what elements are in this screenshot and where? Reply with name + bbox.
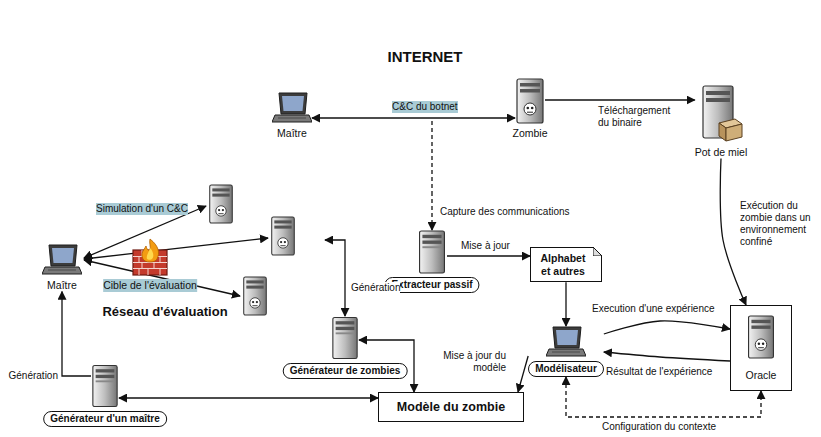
cloud-outline — [3, 173, 326, 345]
node-label: Cible de l'évaluation — [103, 279, 197, 292]
connector — [604, 352, 730, 361]
icon — [331, 316, 359, 360]
edge-label: Résultat de l'expérience — [606, 366, 712, 378]
zombie-server — [210, 185, 233, 223]
icon — [699, 85, 743, 143]
connector — [62, 292, 91, 376]
firewall-node: Cible de l'évaluation — [130, 238, 170, 276]
server-node: Générateur de zombies — [331, 316, 359, 360]
laptop-node: Modélisateur — [528, 326, 604, 377]
server-node: Générateur d'un maître — [91, 364, 119, 408]
icon-shape — [93, 365, 117, 406]
node-label: Pot de miel — [695, 146, 748, 159]
simulated-cc-link — [84, 238, 268, 259]
node-label: Maître — [47, 279, 77, 292]
connector — [604, 321, 730, 334]
icon-shape — [42, 245, 82, 274]
edge-label: Exécution du zombie dans un environnemen… — [740, 200, 819, 248]
capture-leader — [431, 121, 432, 192]
page-fold — [593, 247, 602, 256]
icon — [272, 92, 312, 124]
icon — [130, 238, 170, 276]
edge-label: Configuration du contexte — [602, 421, 716, 433]
edge-label: C&C du botnet — [392, 101, 458, 113]
edge-label: Mise à jour — [461, 240, 510, 252]
zombie-server — [244, 277, 267, 315]
document-box: Alphabet et autres — [530, 247, 602, 282]
node-label: Alphabet et autres — [537, 252, 589, 277]
laptop-node: Maître — [42, 244, 82, 292]
zombie-server-node: Zombie — [515, 78, 545, 124]
honeypot-node: Pot de miel — [695, 85, 748, 159]
connector — [431, 192, 432, 230]
edge-label: Capture des communications — [440, 206, 570, 218]
connector — [312, 117, 515, 118]
cloud-outline — [238, 13, 612, 188]
server-node: Extracteur passif — [417, 230, 447, 274]
icon-shape — [546, 327, 586, 356]
node-label: Réseau d'évaluation — [102, 304, 227, 320]
icon — [417, 230, 447, 274]
connector — [545, 99, 695, 100]
icon-shape — [333, 317, 357, 358]
laptop-node: Maître — [272, 92, 312, 124]
edge-label: Mise à jour du modèle — [434, 350, 506, 374]
icon — [515, 78, 545, 124]
edge-label: Génération — [351, 282, 400, 294]
node-label: INTERNET — [388, 48, 463, 66]
node-label: Oracle — [731, 369, 791, 382]
connector — [119, 397, 378, 398]
note-label: Simulation d'un C&C — [96, 203, 188, 215]
node-label: Zombie — [512, 127, 547, 140]
connector — [565, 282, 566, 326]
connector — [518, 356, 528, 392]
edge-label: Génération — [4, 370, 58, 382]
icon-shape — [420, 231, 445, 273]
icon-shape — [703, 86, 742, 141]
connector — [447, 255, 530, 256]
node-label: Maître — [277, 127, 307, 140]
edge-label: Téléchargement du binaire — [598, 105, 682, 129]
icon-shape — [749, 316, 774, 358]
icon-shape — [272, 93, 312, 122]
zombie-server — [272, 217, 295, 255]
network-cloud: INTERNETMaîtreZombie — [240, 0, 610, 192]
icon — [91, 364, 119, 408]
node-label: Générateur de zombies — [283, 363, 408, 379]
node-label: Modélisateur — [528, 361, 604, 377]
icon-shape — [133, 239, 167, 275]
connector — [325, 240, 345, 316]
cloud-shadow — [242, 19, 616, 194]
node-label: Modèle du zombie — [397, 400, 505, 415]
icon — [545, 326, 587, 358]
oracle-box: Oracle — [730, 305, 792, 391]
edge-label: Execution d'une expérience — [592, 303, 715, 315]
cloud-shadow — [7, 178, 330, 350]
node-label: Générateur d'un maître — [43, 411, 167, 427]
process-box: Modèle du zombie — [378, 392, 524, 422]
icon-shape — [517, 79, 543, 123]
network-cloud: Réseau d'évaluation Maître Cible de l'éval… — [5, 160, 325, 348]
icon — [746, 315, 776, 359]
icon — [42, 244, 82, 276]
